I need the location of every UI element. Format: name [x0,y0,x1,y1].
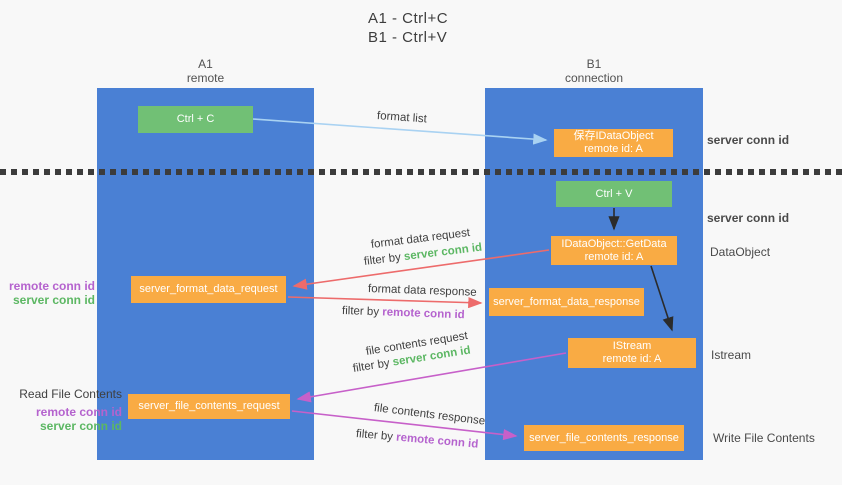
side-server-conn-id-2: server conn id [707,211,790,225]
column-b1-role: connection [564,71,624,85]
side-dataobject: DataObject [710,245,771,259]
server-format-data-response-label: server_format_data_response [493,295,640,308]
column-header-a1: A1 remote [97,57,314,85]
label-file-contents-response: file contents response [373,402,486,428]
side-istream: Istream [711,348,752,362]
left-remote-conn-id-2: remote conn id [35,405,122,419]
node-server-format-data-request: server_format_data_request [131,276,286,303]
label-filter-by-remote-2: filter by remote conn id [355,428,478,451]
remote-conn-id-text: remote conn id [382,306,465,322]
side-write-file-contents: Write File Contents [713,431,815,445]
istream-line2: remote id: A [602,353,662,365]
left-server-conn-id-1: server conn id [12,293,95,307]
left-server-conn-id-2: server conn id [39,419,122,433]
node-ctrl-v-label: Ctrl + V [595,187,633,200]
column-a1-name: A1 [198,57,213,71]
node-getdata: IDataObject::GetData remote id: A [551,236,677,265]
node-server-file-contents-request: server_file_contents_request [128,394,290,419]
column-b1-name: B1 [586,57,602,71]
title-line-ctrl-c: A1 - Ctrl+C [368,10,449,27]
save-dataobject-line1: 保存IDataObject [573,130,654,142]
filter-by-text: filter by [352,357,391,375]
left-read-file-stack: Read File Contents remote conn id server… [0,387,122,433]
getdata-line2: remote id: A [584,250,644,263]
column-header-b1: B1 connection [485,57,703,85]
istream-line1: IStream [612,340,652,352]
label-format-list: format list [376,110,428,126]
left-conn-id-stack-1: remote conn id server conn id [0,279,95,307]
column-a1-role: remote [186,71,225,85]
filter-by-text: filter by [341,305,380,319]
filter-by-text: filter by [355,428,394,444]
node-server-format-data-response: server_format_data_response [489,288,644,316]
side-server-conn-id-1: server conn id [707,133,790,147]
server-format-data-request-label: server_format_data_request [139,283,278,295]
label-format-data-response: format data response [367,283,477,299]
server-file-contents-response-label: server_file_contents_response [529,431,679,444]
left-remote-conn-id-1: remote conn id [8,279,95,293]
server-file-contents-request-label: server_file_contents_request [138,400,280,412]
remote-conn-id-text: remote conn id [395,431,479,451]
node-istream: IStream remote id: A [568,338,696,368]
filter-by-text: filter by [363,251,402,268]
title-line-ctrl-v: B1 - Ctrl+V [368,29,448,46]
node-save-dataobject: 保存IDataObject remote id: A [554,129,673,157]
node-ctrl-v: Ctrl + V [556,181,672,207]
node-ctrl-c-label: Ctrl + C [176,113,215,125]
node-server-file-contents-response: server_file_contents_response [524,425,684,451]
getdata-line1: IDataObject::GetData [561,237,667,250]
diagram-title: A1 - Ctrl+C B1 - Ctrl+V [368,9,448,47]
left-read-file-contents: Read File Contents [19,387,122,401]
label-filter-by-remote-1: filter by remote conn id [342,305,465,321]
save-dataobject-line2: remote id: A [584,143,643,155]
node-ctrl-c: Ctrl + C [138,106,253,133]
